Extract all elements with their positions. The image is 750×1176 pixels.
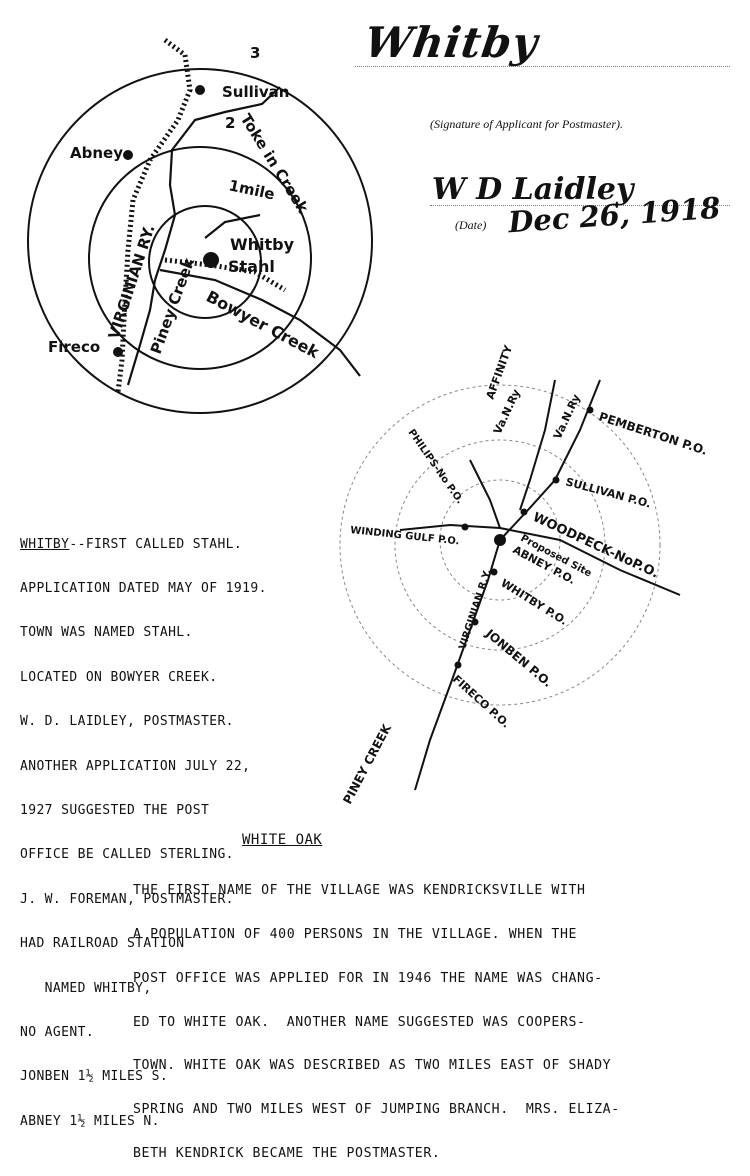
date-caption: (Date) [455,218,487,232]
jonben-dot [471,618,479,626]
ring-label-2: 2 [225,114,235,132]
bowyer-creek-line [159,268,361,377]
white-oak-line: ED TO WHITE OAK. ANOTHER NAME SUGGESTED … [133,1014,586,1030]
whitby-radius-map: 3 2 1mile Sullivan Abney Whitby Stahl Fi… [27,38,373,414]
white-oak-line: POST OFFICE WAS APPLIED FOR IN 1946 THE … [133,970,603,986]
notes-line: 1927 SUGGESTED THE POST [20,802,210,818]
pemberton-dot [586,406,594,414]
main-railroad [414,379,601,791]
fireco-po-dot [454,661,462,669]
philips-line [469,459,501,529]
notes-line: APPLICATION DATED MAY OF 1919. [20,580,267,596]
po-pemberton: PEMBERTON P.O. [597,410,709,458]
white-oak-line: TOWN. WHITE OAK WAS DESCRIBED AS TWO MIL… [133,1058,612,1074]
signature-caption: (Signature of Applicant for Postmaster). [430,117,623,131]
woodpeck-dot [520,508,528,516]
white-oak-line: THE FIRST NAME OF THE VILLAGE WAS KENDRI… [133,883,586,899]
notes-line: ANOTHER APPLICATION JULY 22, [20,758,251,774]
po-winding-gulf: WINDING GULF P.O. [350,525,460,547]
place-stahl: Stahl [228,257,275,276]
notes-line: W. D. LAIDLEY, POSTMASTER. [20,714,234,730]
whitby-dot [203,252,219,268]
po-fireco: FIRECO P.O. [450,673,512,731]
notes-line: J. W. FOREMAN, POSTMASTER. [20,891,234,907]
net-ring-outer [339,384,661,706]
po-whitby: WHITBY P.O. [498,577,569,628]
notes-line: HAD RAILROAD STATION [20,936,185,952]
po-sullivan: SULLIVAN P.O. [564,475,652,510]
woodpeck-line [499,527,681,596]
po-jonben: JONBEN P.O. [482,626,555,690]
po-philips: PHILIPS-No P.O. [406,427,466,506]
ring-2-mile [88,146,312,370]
post-office-network-map: AFFINITY PEMBERTON P.O. SULLIVAN P.O. WO… [339,343,709,806]
notes-line: TOWN WAS NAMED STAHL. [20,625,193,641]
ring-3-mile [27,68,373,414]
toke-in-creek-line [153,86,281,281]
place-whitby: Whitby [230,235,295,254]
white-oak-line: BETH KENDRICK BECAME THE POSTMASTER. [133,1145,441,1161]
sullivan-po-dot [552,476,560,484]
notes-line: LOCATED ON BOWYER CREEK. [20,669,218,685]
whitby-po-dot [490,568,498,576]
place-fireco: Fireco [48,338,100,356]
piney-creek-label: PINEY CREEK [340,721,394,806]
date-line [430,205,730,206]
notes-title-line: WHITBY--FIRST CALLED STAHL. [20,536,267,553]
notes-title-rest: --FIRST CALLED STAHL. [69,536,243,552]
place-sullivan: Sullivan [222,83,290,101]
winding-gulf-dot [461,523,469,531]
abney-po-dot [494,534,506,546]
net-ring-middle [394,439,606,651]
winding-gulf-line [399,523,501,531]
white-oak-line: SPRING AND TWO MILES WEST OF JUMPING BRA… [133,1102,620,1118]
branch-line [204,213,261,239]
fireco-dot [113,347,123,357]
piney-creek-line [126,279,157,386]
railroad-track [115,38,193,393]
notes-title: WHITBY [20,536,70,552]
white-oak-line: A POPULATION OF 400 PERSONS IN THE VILLA… [133,926,578,942]
postmaster-signature: W D Laidley [432,172,634,207]
white-oak-body: THE FIRST NAME OF THE VILLAGE WAS KENDRI… [133,855,703,1176]
affinity-branch [519,379,556,511]
ring-label-3: 3 [250,44,260,62]
sullivan-dot [195,85,205,95]
white-oak-title: WHITE OAK [242,832,323,848]
ring-1-mile [148,205,262,319]
signature-line [355,66,730,67]
place-abney: Abney [70,144,123,162]
abney-dot [123,150,133,160]
notes-line: OFFICE BE CALLED STERLING. [20,847,234,863]
